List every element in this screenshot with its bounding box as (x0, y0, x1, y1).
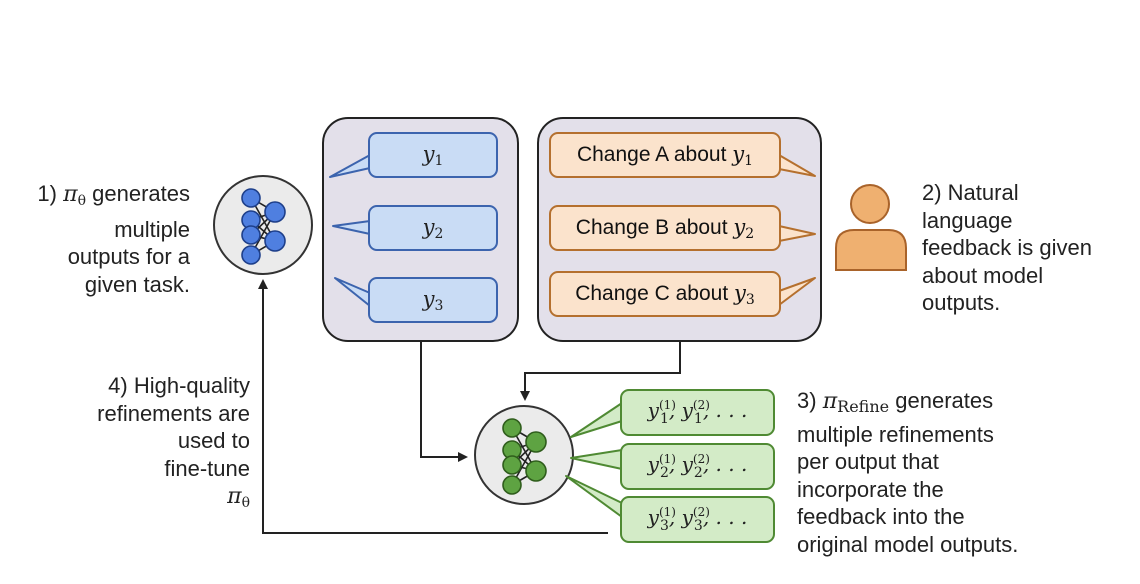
bubble-tail-blue-1 (329, 154, 371, 178)
person-icon (835, 184, 907, 271)
refine-model-icon (474, 405, 574, 505)
output-bubble-2: y2 (368, 205, 498, 251)
bubble-tail-green-1 (570, 402, 623, 438)
output-bubble-3: y3 (368, 277, 498, 323)
bubble-tail-orange-1 (778, 154, 816, 177)
refinement-bubble-3: y(1)3, y(2)3, . . . (620, 496, 775, 543)
step2-text: 2) Natural language feedback is given ab… (922, 180, 1092, 315)
refinement-bubble-2: y(1)2, y(2)2, . . . (620, 443, 775, 490)
output-bubble-1: y1 (368, 132, 498, 178)
step4-text: 4) High-quality refinements are used to … (97, 373, 250, 511)
feedback-bubble-1: Change A about y1 (549, 132, 781, 178)
bubble-tail-green-3 (565, 475, 623, 518)
bubble-tail-orange-3 (778, 277, 816, 306)
arrow-outputs-to-refine (420, 341, 468, 462)
feedback-bubble-2: Change B about y2 (549, 205, 781, 251)
bubble-tail-green-2 (570, 449, 623, 470)
arrow-finetune-loop (258, 279, 608, 534)
refinement-bubble-1: y(1)1, y(2)1, . . . (620, 389, 775, 436)
step1-text: 1) πθ generates multiple outputs for a g… (37, 181, 190, 297)
arrow-feedback-to-refine (520, 341, 681, 401)
bubble-tail-blue-2 (332, 220, 371, 235)
bubble-tail-blue-3 (334, 277, 371, 307)
bubble-tail-orange-2 (778, 225, 816, 242)
step3-text: 3) πRefine generates multiple refinement… (797, 388, 1019, 557)
feedback-bubble-3: Change C about y3 (549, 271, 781, 317)
policy-model-icon (213, 175, 313, 275)
